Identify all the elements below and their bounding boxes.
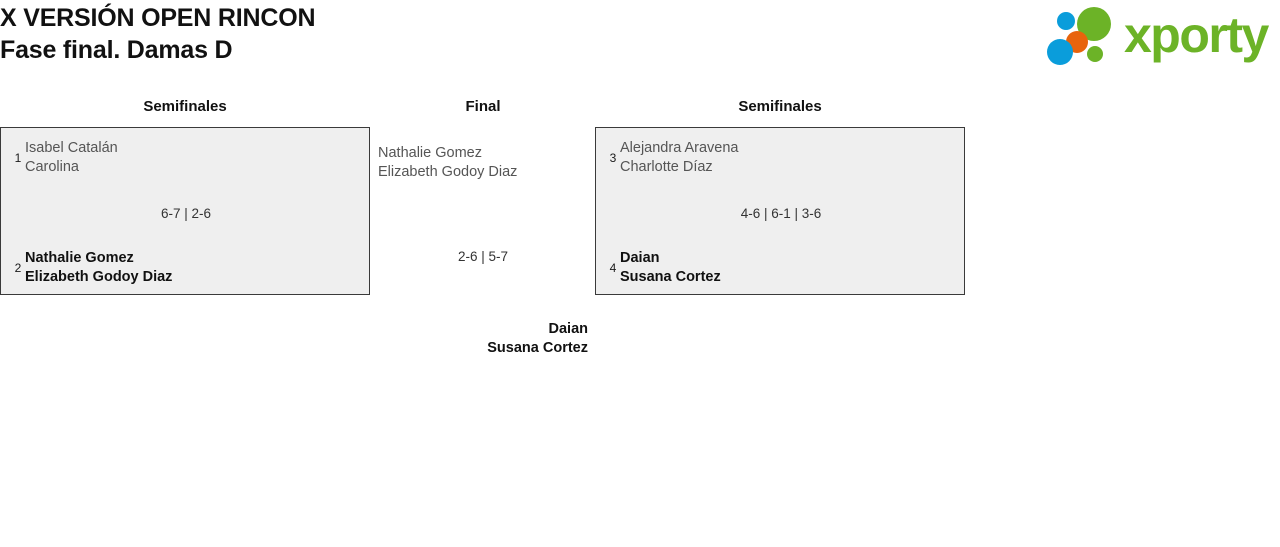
player-name-1: Nathalie Gomez xyxy=(378,145,482,161)
seed-number: 4 xyxy=(609,261,617,275)
competitor-names: Nathalie Gomez Elizabeth Godoy Diaz xyxy=(378,144,517,182)
round-header-semifinals-right: Semifinales xyxy=(738,98,822,115)
competitor-seed-1[interactable]: 1 Isabel Catalán Carolina xyxy=(11,139,118,177)
player-name-2: Susana Cortez xyxy=(620,269,721,285)
logo-dots-icon xyxy=(1047,7,1111,65)
final-competitor-bottom-champion[interactable]: Daian Susana Cortez xyxy=(378,320,588,358)
round-header-final: Final xyxy=(465,98,501,115)
competitor-seed-2[interactable]: 2 Nathalie Gomez Elizabeth Godoy Diaz xyxy=(11,249,173,287)
competitor-seed-4[interactable]: 4 Daian Susana Cortez xyxy=(606,249,721,287)
competitor-names: Alejandra Aravena Charlotte Díaz xyxy=(620,139,739,177)
match-final[interactable]: Nathalie Gomez Elizabeth Godoy Diaz 2-6 … xyxy=(378,127,588,356)
player-name-2: Charlotte Díaz xyxy=(620,159,713,175)
match-score: 2-6 | 5-7 xyxy=(457,249,509,264)
competitor-names: Nathalie Gomez Elizabeth Godoy Diaz xyxy=(25,249,172,287)
match-semifinal-1[interactable]: 1 Isabel Catalán Carolina 6-7 | 2-6 2 Na… xyxy=(0,127,370,295)
competitor-names: Isabel Catalán Carolina xyxy=(25,139,118,177)
player-name-2: Elizabeth Godoy Diaz xyxy=(378,164,518,180)
player-name-2: Elizabeth Godoy Diaz xyxy=(25,269,173,285)
player-name-1: Isabel Catalán xyxy=(25,140,118,156)
brand-wordmark: xporty xyxy=(1124,7,1269,63)
competitor-seed-3[interactable]: 3 Alejandra Aravena Charlotte Díaz xyxy=(606,139,739,177)
seed-number: 1 xyxy=(14,151,22,165)
tournament-header: X VERSIÓN OPEN RINCON Fase final. Damas … xyxy=(0,0,1280,80)
match-semifinal-2[interactable]: 3 Alejandra Aravena Charlotte Díaz 4-6 |… xyxy=(595,127,965,295)
match-score: 4-6 | 6-1 | 3-6 xyxy=(740,206,822,221)
player-name-2: Carolina xyxy=(25,159,79,175)
player-name-1: Daian xyxy=(620,250,660,266)
xporty-logo[interactable]: xporty xyxy=(1046,4,1278,68)
seed-number: 2 xyxy=(14,261,22,275)
final-competitor-top[interactable]: Nathalie Gomez Elizabeth Godoy Diaz xyxy=(378,144,517,182)
competitor-names: Daian Susana Cortez xyxy=(620,249,721,287)
player-name-1: Alejandra Aravena xyxy=(620,140,739,156)
seed-number: 3 xyxy=(609,151,617,165)
competitor-names: Daian Susana Cortez xyxy=(487,320,588,358)
match-score: 6-7 | 2-6 xyxy=(160,206,212,221)
page-title-line-2: Fase final. Damas D xyxy=(0,36,233,64)
round-header-semifinals-left: Semifinales xyxy=(143,98,227,115)
player-name-1: Daian xyxy=(548,321,589,337)
page-title-line-1: X VERSIÓN OPEN RINCON xyxy=(0,4,316,32)
player-name-1: Nathalie Gomez xyxy=(25,250,134,266)
player-name-2: Susana Cortez xyxy=(487,340,588,356)
